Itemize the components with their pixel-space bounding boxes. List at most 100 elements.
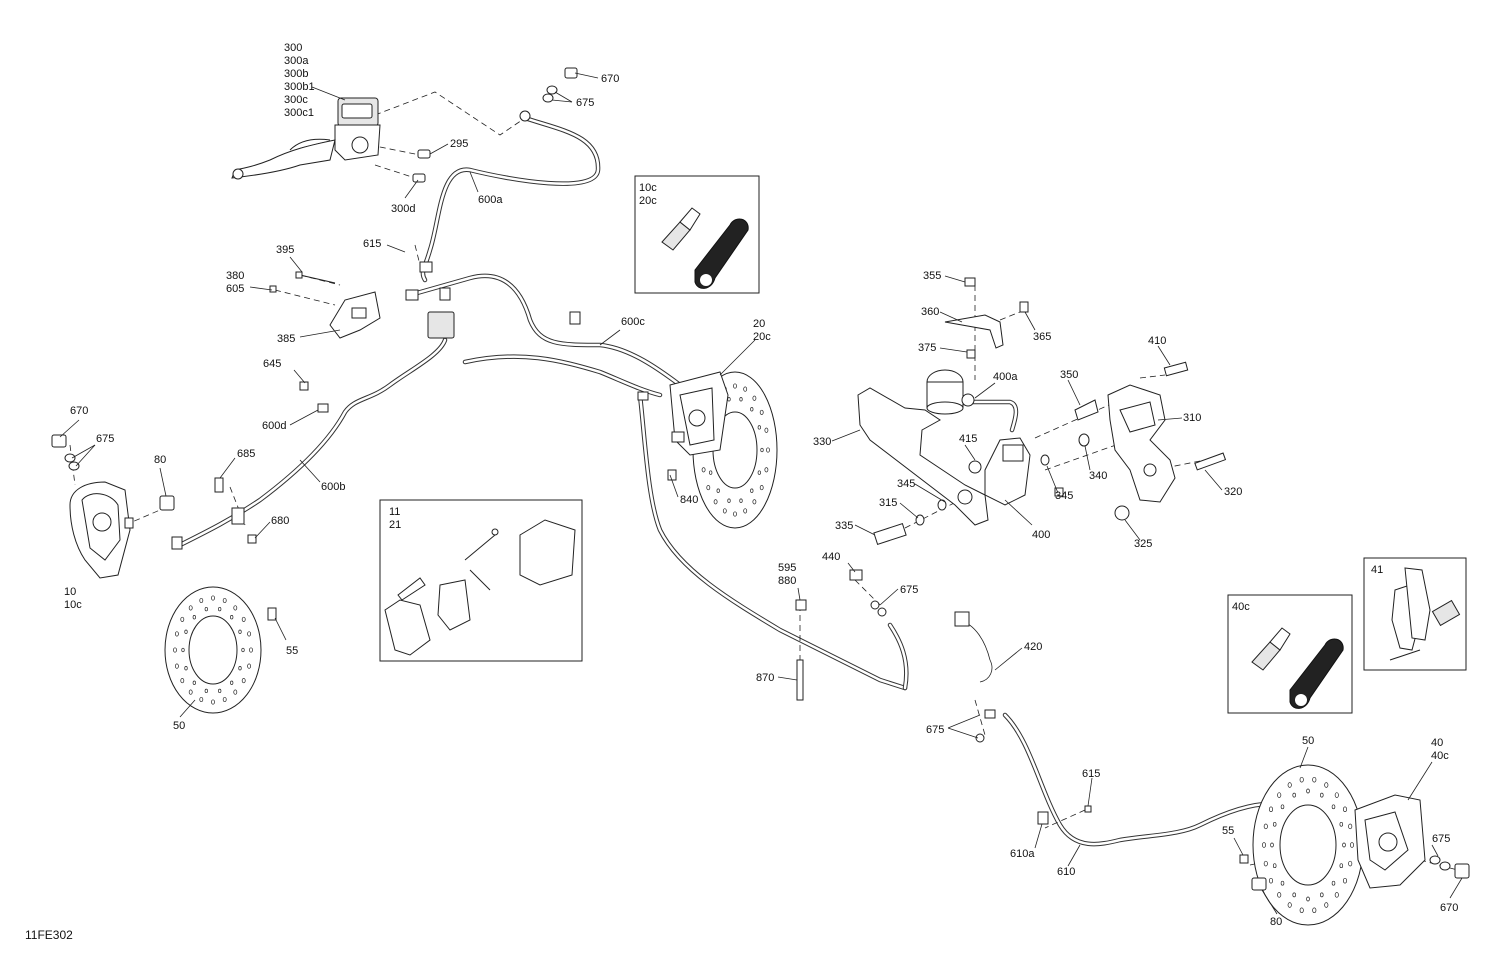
label-345-b: 345 bbox=[1055, 490, 1073, 502]
disc-hole bbox=[173, 647, 177, 653]
disc-hole bbox=[1339, 863, 1344, 869]
label-inset-bleeder-front: 10c 20c bbox=[639, 182, 660, 207]
disc-hole bbox=[1320, 792, 1324, 798]
disc-hole bbox=[1268, 877, 1274, 884]
disc-hole bbox=[181, 647, 185, 653]
disc-hole bbox=[1306, 896, 1310, 902]
assembly-guides bbox=[69, 91, 1466, 873]
disc-hole bbox=[247, 631, 251, 637]
label-685: 685 bbox=[237, 448, 255, 460]
disc-hole bbox=[713, 499, 718, 505]
label-inset-pads-front: 11 21 bbox=[389, 506, 403, 531]
disc-hole bbox=[766, 447, 770, 453]
disc-hole bbox=[218, 688, 222, 694]
disc-hole bbox=[716, 488, 720, 493]
disc-hole bbox=[188, 605, 193, 611]
callout-labels: 300 300a 300b 300b1 300c 300c1 670 675 2… bbox=[25, 42, 1458, 942]
diagram-code: 11FE302 bbox=[25, 928, 73, 942]
disc-hole bbox=[199, 597, 204, 604]
label-395: 395 bbox=[276, 244, 294, 256]
top-banjo-fittings bbox=[519, 67, 578, 122]
label-615-bottom: 615 bbox=[1082, 768, 1100, 780]
disc-hole bbox=[184, 666, 188, 671]
right-front-caliper-disc bbox=[637, 371, 778, 529]
left-front-brake-disc bbox=[164, 586, 277, 714]
label-400a: 400a bbox=[993, 371, 1018, 383]
disc-hole bbox=[241, 678, 246, 684]
label-385: 385 bbox=[277, 333, 295, 345]
disc-hole bbox=[230, 680, 234, 685]
disc-hole bbox=[241, 616, 246, 622]
label-360: 360 bbox=[921, 306, 939, 318]
label-610: 610 bbox=[1057, 866, 1075, 878]
disc-hole bbox=[759, 409, 764, 415]
disc-hole bbox=[1334, 892, 1339, 898]
label-20-20c: 20 20c bbox=[753, 318, 771, 343]
disc-hole bbox=[247, 663, 251, 669]
rear-caliper-disc bbox=[1239, 764, 1470, 926]
disc-hole bbox=[727, 498, 731, 503]
disc-hole bbox=[222, 597, 227, 604]
label-870: 870 bbox=[756, 672, 774, 684]
disc-hole bbox=[1339, 821, 1344, 827]
disc-hole bbox=[1280, 804, 1285, 810]
label-295: 295 bbox=[450, 138, 468, 150]
bracket-385 bbox=[269, 271, 381, 413]
disc-hole bbox=[1348, 860, 1353, 867]
disc-hole bbox=[752, 395, 757, 401]
disc-hole bbox=[739, 397, 743, 402]
disc-hole bbox=[1287, 782, 1292, 788]
disc-hole bbox=[743, 386, 748, 392]
disc-hole bbox=[1261, 842, 1267, 848]
disc-hole bbox=[1306, 788, 1310, 794]
label-400: 400 bbox=[1032, 529, 1050, 541]
disc-hole bbox=[1292, 892, 1296, 898]
label-670-left: 670 bbox=[70, 405, 88, 417]
disc-hole bbox=[199, 696, 204, 703]
disc-hole bbox=[1299, 776, 1304, 783]
disc-hole bbox=[175, 631, 179, 637]
label-300d: 300d bbox=[391, 203, 415, 215]
disc-hole bbox=[1263, 823, 1268, 830]
label-10-10c: 10 10c bbox=[64, 586, 82, 611]
label-675: 675 bbox=[576, 97, 594, 109]
rear-brake-pedal-assembly bbox=[857, 277, 1227, 545]
disc-hole bbox=[1331, 880, 1336, 886]
disc-hole bbox=[175, 663, 179, 669]
label-600a: 600a bbox=[478, 194, 503, 206]
disc-hole bbox=[739, 498, 743, 503]
disc-hole bbox=[1324, 782, 1329, 788]
label-675-far: 675 bbox=[1432, 833, 1450, 845]
disc-hole bbox=[1324, 902, 1329, 908]
disc-hole bbox=[192, 615, 196, 620]
inset-pads-rear bbox=[1363, 557, 1467, 671]
disc-hole bbox=[1268, 806, 1274, 813]
disc-hole bbox=[757, 470, 761, 475]
mid-fittings bbox=[795, 569, 1092, 825]
disc-hole bbox=[750, 488, 754, 493]
disc-hole bbox=[1342, 877, 1348, 884]
disc-hole bbox=[1280, 880, 1285, 886]
label-55-right: 55 bbox=[1222, 825, 1234, 837]
disc-hole bbox=[743, 508, 748, 514]
disc-hole bbox=[764, 467, 769, 473]
label-420: 420 bbox=[1024, 641, 1042, 653]
label-415: 415 bbox=[959, 433, 977, 445]
label-595-880: 595 880 bbox=[778, 562, 799, 587]
disc-hole bbox=[1320, 892, 1324, 898]
disc-hole bbox=[192, 680, 196, 685]
label-375: 375 bbox=[918, 342, 936, 354]
disc-hole bbox=[1312, 907, 1317, 914]
disc-hole bbox=[1277, 892, 1282, 898]
disc-hole bbox=[1348, 823, 1353, 830]
disc-hole bbox=[238, 666, 242, 671]
disc-hole bbox=[233, 689, 238, 695]
label-inset-bleeder-rear: 40c bbox=[1232, 601, 1250, 613]
disc-hole bbox=[1299, 907, 1304, 914]
hose-junction-block bbox=[405, 261, 581, 339]
leader-lines bbox=[59, 72, 1463, 915]
disc-hole bbox=[1272, 821, 1277, 827]
label-675-left: 675 bbox=[96, 433, 114, 445]
left-front-caliper bbox=[51, 434, 257, 579]
